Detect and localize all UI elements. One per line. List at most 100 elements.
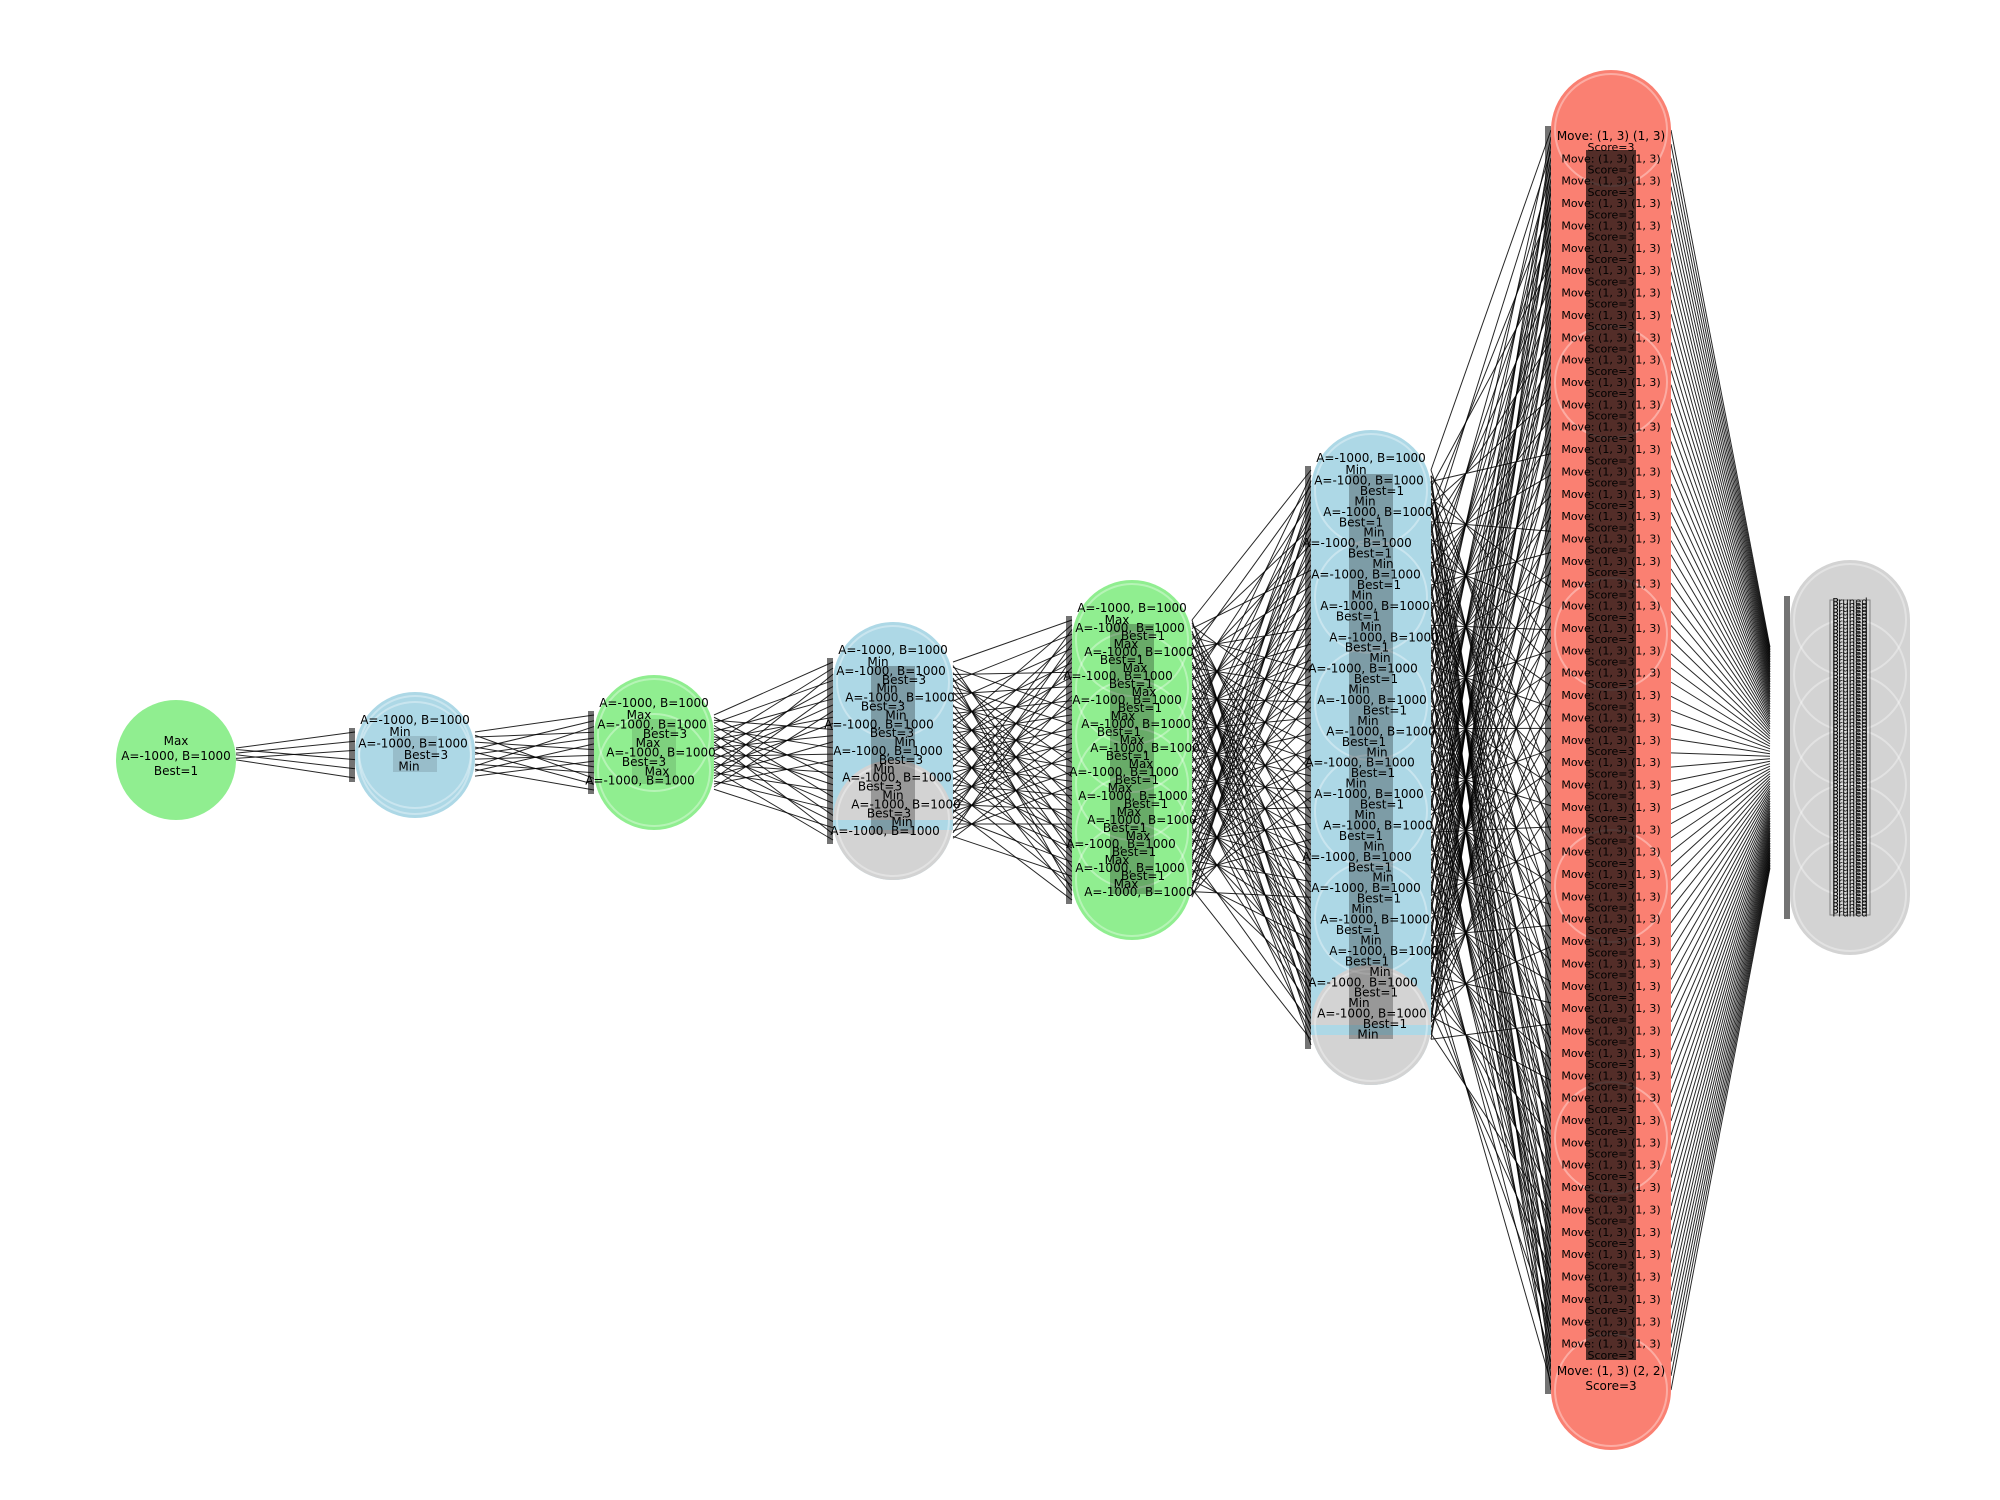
pruned-label: Pruned: [1832, 832, 1867, 843]
tree-edge: [1670, 129, 1771, 648]
pruned-label: Pruned: [1832, 688, 1867, 699]
level-5-label: Best=1: [1354, 672, 1398, 686]
tree-edge: [1670, 788, 1771, 938]
tree-edge: [1191, 784, 1312, 1035]
level-5-label: A=-1000, B=1000: [1302, 850, 1412, 864]
tree-edge: [1670, 785, 1771, 924]
level-5-label: Best=1: [1339, 829, 1383, 843]
tree-edge: [952, 665, 1073, 839]
tree-edge: [1670, 758, 1771, 768]
level-5-label: Best=1: [1360, 798, 1404, 812]
tree-edge: [1430, 521, 1552, 532]
pruned-label: Pruned: [1832, 849, 1867, 860]
pruned-label: Pruned: [1832, 720, 1867, 731]
level-4-label: Best=1: [1103, 821, 1147, 835]
tree-edge: [1670, 783, 1771, 909]
leaf-label: Score=3: [1587, 1215, 1634, 1228]
leaf-label: Score=3: [1587, 611, 1634, 624]
level-5-label: A=-1000, B=1000: [1317, 1007, 1427, 1021]
tree-edge: [1670, 823, 1771, 1136]
tree-edges: [235, 126, 1790, 1394]
leaf-label: Score=3: [1587, 320, 1634, 333]
level-4-label: Max: [1120, 733, 1145, 747]
tree-edge: [1430, 475, 1552, 1348]
tree-edge: [713, 733, 834, 816]
tree-edge: [1430, 228, 1552, 574]
leaf-label: Score=3: [1587, 544, 1634, 557]
tree-edge: [713, 769, 834, 841]
root-node-label-line: A=-1000, B=1000: [121, 749, 231, 763]
tree-edge: [1430, 602, 1552, 1391]
tree-edge: [1670, 639, 1771, 737]
level-2-label: Max: [645, 764, 670, 778]
level-1-label-main: A=-1000, B=1000: [360, 713, 470, 727]
pruned-label: Pruned: [1832, 678, 1867, 689]
level-4-label: Best=1: [1118, 701, 1162, 715]
label-overlap-core: [1110, 624, 1154, 894]
pruned-label: Pruned: [1832, 744, 1867, 755]
leaf-label: Score=3: [1587, 678, 1634, 691]
level-5-label: Best=1: [1363, 1017, 1407, 1031]
leaf-label: Move: (1, 3) (1, 3): [1561, 219, 1660, 232]
tree-edge: [1430, 249, 1552, 637]
tree-edge: [1430, 425, 1552, 781]
tree-edge: [1430, 467, 1552, 908]
tree-edge: [1670, 738, 1771, 755]
level-5-label: A=-1000, B=1000: [1311, 568, 1421, 582]
tree-edge: [1191, 857, 1312, 1025]
node-outline: [1793, 783, 1907, 897]
tree-edge: [1670, 526, 1771, 717]
level-4-label: A=-1000, B=1000: [1075, 861, 1185, 875]
tree-edge: [1191, 636, 1312, 671]
tree-edge: [1430, 964, 1552, 1384]
leaf-label: Move: (1, 3) (1, 3): [1561, 555, 1660, 568]
leaf-label: Move: (1, 3) (1, 3): [1561, 242, 1660, 255]
tree-edge: [1670, 770, 1771, 839]
level-4-label: A=-1000, B=1000: [1081, 717, 1191, 731]
tree-edge: [1191, 527, 1312, 640]
tree-edge: [713, 744, 834, 786]
tree-edge: [1430, 340, 1552, 528]
level-2-label-main: A=-1000, B=1000: [599, 696, 709, 710]
node-outline: [1075, 823, 1189, 937]
pruned-label: Pruned: [1832, 779, 1867, 790]
level-2-label: Max: [627, 708, 652, 722]
leaf-label: Score=3: [1587, 1013, 1634, 1026]
tree-edge: [1670, 793, 1771, 966]
node-outline: [1075, 679, 1189, 793]
tree-edge: [1670, 820, 1771, 1122]
level-5-label: A=-1000, B=1000: [1308, 975, 1418, 989]
tree-edge: [1670, 805, 1771, 1037]
pruned-label: Pruned: [1832, 811, 1867, 822]
tree-edge: [713, 761, 834, 823]
pruned-label: Pruned: [1832, 709, 1867, 720]
leaf-label: Score=3: [1587, 499, 1634, 512]
tree-edge: [1430, 498, 1552, 1292]
pruned-label: Pruned: [1832, 909, 1867, 920]
tree-edge: [1670, 847, 1771, 1277]
level-3-label: Min: [867, 655, 888, 669]
tree-edge: [1670, 228, 1771, 665]
leaf-label: Move: (1, 3) (1, 3): [1561, 622, 1660, 635]
pruned-label: Pruned: [1832, 681, 1867, 692]
leaf-label-overlap: [1586, 150, 1636, 1360]
tree-edge: [952, 666, 1073, 711]
label-overlap-core: [393, 736, 437, 772]
tree-edge: [1430, 509, 1552, 1034]
level-3-label: Min: [876, 682, 897, 696]
leaf-label: Move: (1, 3) (1, 3): [1561, 1271, 1660, 1284]
level-2-label: A=-1000, B=1000: [606, 746, 716, 760]
pruned-label: Pruned: [1832, 660, 1867, 671]
level-5-label: A=-1000, B=1000: [1323, 818, 1433, 832]
tree-edge: [1430, 516, 1552, 672]
pruned-label: Pruned: [1832, 769, 1867, 780]
node-outline: [1793, 618, 1907, 732]
level-1-label: Best=3: [404, 748, 448, 762]
leaf-label: Move: (1, 3) (1, 3): [1561, 175, 1660, 188]
level-3-label: Min: [885, 708, 906, 722]
pruned-label: Pruned: [1832, 615, 1867, 626]
level-5-label: A=-1000, B=1000: [1314, 787, 1424, 801]
tree-edge: [1430, 397, 1552, 505]
tree-edge: [1670, 778, 1771, 881]
leaf-label: Move: (1, 3) (1, 3): [1561, 1338, 1660, 1351]
